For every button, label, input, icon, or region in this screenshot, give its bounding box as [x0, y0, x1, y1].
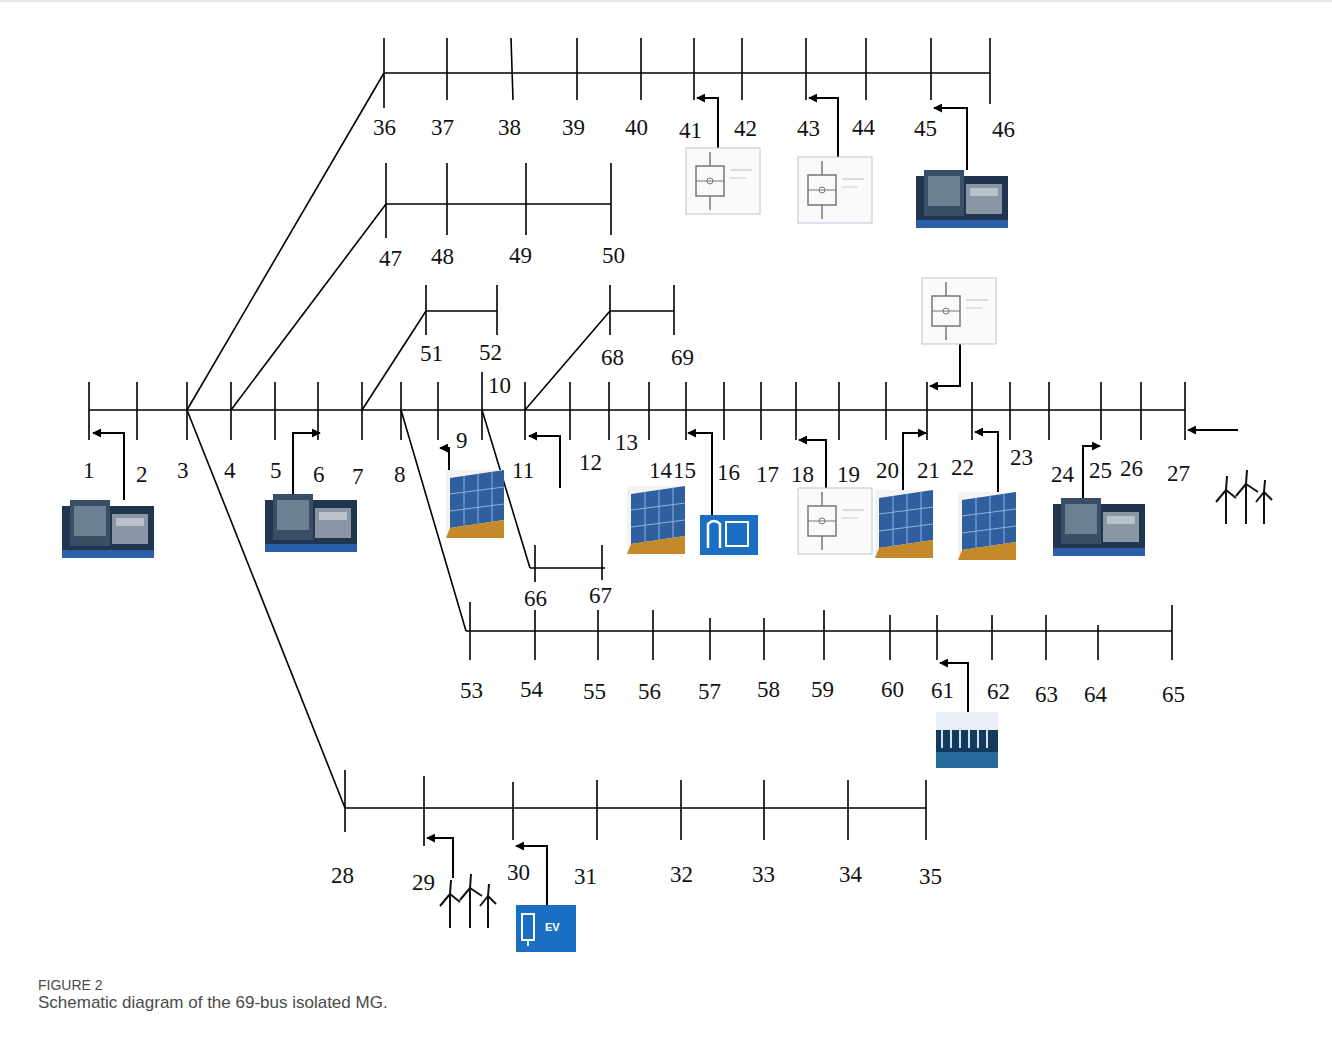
bus-number: 15: [673, 459, 696, 482]
generator-icon: [916, 170, 1008, 228]
bus-number: 41: [679, 119, 702, 142]
bus-number: 2: [136, 463, 148, 486]
bus-number: 54: [520, 678, 543, 701]
bus-number: 42: [734, 117, 757, 140]
bus-number: 66: [524, 587, 547, 610]
bus-number: 3: [177, 459, 189, 482]
bus-number: 58: [757, 678, 780, 701]
bus-number: 11: [512, 459, 534, 482]
bus-number: 18: [791, 463, 814, 486]
bus-number: 45: [914, 117, 937, 140]
wind-icon: [440, 874, 496, 928]
bus-number: 60: [881, 678, 904, 701]
bus-number: 22: [951, 456, 974, 479]
bus-number: 39: [562, 116, 585, 139]
bus-number: 46: [992, 118, 1015, 141]
injection-arrows: [93, 98, 1238, 905]
bus-number: 4: [224, 459, 236, 482]
bus-number: 62: [987, 680, 1010, 703]
bus-number: 17: [756, 463, 779, 486]
bus-number: 51: [420, 342, 443, 365]
storage-icon: [686, 148, 760, 214]
bus-number: 34: [839, 863, 862, 886]
bus-number: 36: [373, 116, 396, 139]
storage-icon: [798, 488, 872, 554]
bus-number: 38: [498, 116, 521, 139]
bus-number: 13: [615, 431, 638, 454]
bus-number: 40: [625, 116, 648, 139]
icon-text: EV: [545, 922, 560, 933]
bus-number: 30: [507, 861, 530, 884]
bus-number: 20: [876, 459, 899, 482]
bus-number: 27: [1167, 462, 1190, 485]
bus-number: 1: [83, 459, 95, 482]
generator-icon: [62, 500, 154, 558]
bus-number: 19: [837, 463, 860, 486]
bus-number: 48: [431, 245, 454, 268]
bus-number: 44: [852, 116, 875, 139]
bus-number: 25: [1089, 459, 1112, 482]
bus-number: 33: [752, 863, 775, 886]
bus-number: 61: [931, 679, 954, 702]
charger-icon: [700, 515, 758, 555]
bus-number: 14: [649, 459, 672, 482]
generator-icon: [1053, 498, 1145, 556]
bus-number: 65: [1162, 683, 1185, 706]
bus-number: 53: [460, 679, 483, 702]
ev-charger-icon: [516, 905, 576, 952]
bus-number: 55: [583, 680, 606, 703]
bus-number: 7: [352, 465, 364, 488]
bus-number: 59: [811, 678, 834, 701]
bus-number: 68: [601, 346, 624, 369]
bus-number: 8: [394, 463, 406, 486]
bus-number: 16: [717, 461, 740, 484]
solar-icon: [446, 470, 504, 538]
bus-number: 37: [431, 116, 454, 139]
bus-number: 21: [917, 459, 940, 482]
bus-number: 26: [1120, 457, 1143, 480]
bus-number: 50: [602, 244, 625, 267]
solar-icon: [627, 486, 685, 554]
bus-number: 28: [331, 864, 354, 887]
bus-number: 69: [671, 346, 694, 369]
storage-icon: [798, 157, 872, 223]
bus-number: 43: [797, 117, 820, 140]
figure-caption: Schematic diagram of the 69-bus isolated…: [38, 994, 388, 1013]
bus-number: 23: [1010, 446, 1033, 469]
bus-number: 12: [579, 451, 602, 474]
bus-number: 56: [638, 680, 661, 703]
bus-number: 52: [479, 341, 502, 364]
storage-icon: [922, 278, 996, 344]
bus-number: 5: [270, 459, 282, 482]
bus-number: 64: [1084, 683, 1107, 706]
solar-icon: [875, 490, 933, 558]
bus-number: 67: [589, 584, 612, 607]
bus-number: 6: [313, 463, 325, 486]
bus-number: 31: [574, 865, 597, 888]
bus-number: 57: [698, 680, 721, 703]
bus-number: 47: [379, 247, 402, 270]
bus-number: 9: [456, 429, 468, 452]
generator-icon: [265, 494, 357, 552]
feeder-lines: [89, 38, 1185, 846]
bus-number: 49: [509, 244, 532, 267]
solar-icon: [958, 492, 1016, 560]
bus-number: 35: [919, 865, 942, 888]
bus-number: 24: [1051, 463, 1074, 486]
figure-number: FIGURE 2: [38, 978, 103, 993]
hydro-icon: [936, 712, 998, 768]
wind-icon: [1216, 470, 1272, 524]
bus-number: 10: [488, 374, 511, 397]
bus-number: 32: [670, 863, 693, 886]
bus-number: 63: [1035, 683, 1058, 706]
bus-number: 29: [412, 871, 435, 894]
